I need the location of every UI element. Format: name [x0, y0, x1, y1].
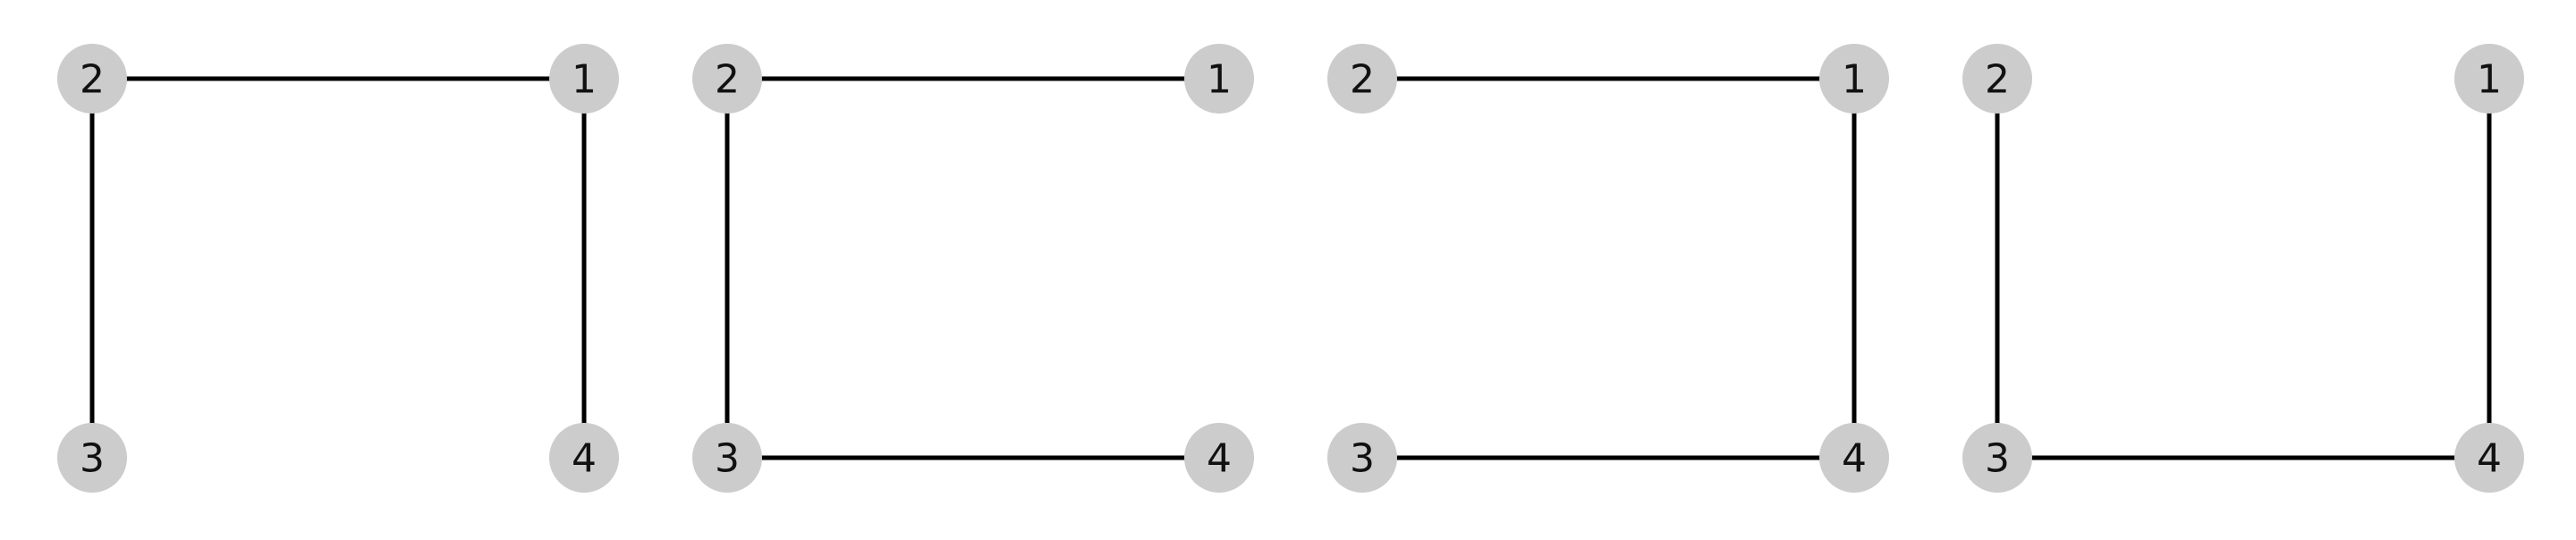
node-label: 2	[1350, 57, 1375, 103]
graph-panel-4: 1 2 3 4	[1962, 44, 2524, 493]
node-circle	[692, 423, 762, 493]
node-4: 4	[549, 423, 619, 493]
graph-panel-3: 1 2 3 4	[1327, 44, 1889, 493]
node-label: 3	[715, 436, 740, 482]
node-circle	[549, 423, 619, 493]
node-4: 4	[2454, 423, 2524, 493]
node-circle	[1962, 44, 2032, 114]
node-label: 3	[80, 436, 105, 482]
node-3: 3	[692, 423, 762, 493]
node-label: 1	[2477, 57, 2502, 103]
node-1: 1	[1819, 44, 1889, 114]
graph-panel-2: 1 2 3 4	[692, 44, 1254, 493]
node-circle	[1327, 44, 1397, 114]
node-label: 1	[1207, 57, 1232, 103]
node-2: 2	[1962, 44, 2032, 114]
node-circle	[1184, 44, 1254, 114]
node-label: 2	[1985, 57, 2010, 103]
node-label: 4	[2477, 436, 2502, 482]
node-label: 1	[1842, 57, 1867, 103]
node-label: 3	[1985, 436, 2010, 482]
node-circle	[692, 44, 762, 114]
node-3: 3	[57, 423, 127, 493]
node-1: 1	[2454, 44, 2524, 114]
node-circle	[549, 44, 619, 114]
node-2: 2	[57, 44, 127, 114]
node-circle	[57, 423, 127, 493]
node-label: 4	[572, 436, 597, 482]
node-4: 4	[1819, 423, 1889, 493]
node-4: 4	[1184, 423, 1254, 493]
node-label: 4	[1842, 436, 1867, 482]
node-circle	[1184, 423, 1254, 493]
node-label: 3	[1350, 436, 1375, 482]
node-circle	[1327, 423, 1397, 493]
node-label: 2	[80, 57, 105, 103]
node-circle	[2454, 44, 2524, 114]
node-circle	[1819, 423, 1889, 493]
node-circle	[1962, 423, 2032, 493]
node-circle	[1819, 44, 1889, 114]
node-label: 2	[715, 57, 740, 103]
node-circle	[2454, 423, 2524, 493]
node-1: 1	[1184, 44, 1254, 114]
graph-panel-1: 1 2 3 4	[57, 44, 619, 493]
node-label: 1	[572, 57, 597, 103]
node-2: 2	[1327, 44, 1397, 114]
node-3: 3	[1327, 423, 1397, 493]
node-2: 2	[692, 44, 762, 114]
node-circle	[57, 44, 127, 114]
node-3: 3	[1962, 423, 2032, 493]
node-1: 1	[549, 44, 619, 114]
node-label: 4	[1207, 436, 1232, 482]
